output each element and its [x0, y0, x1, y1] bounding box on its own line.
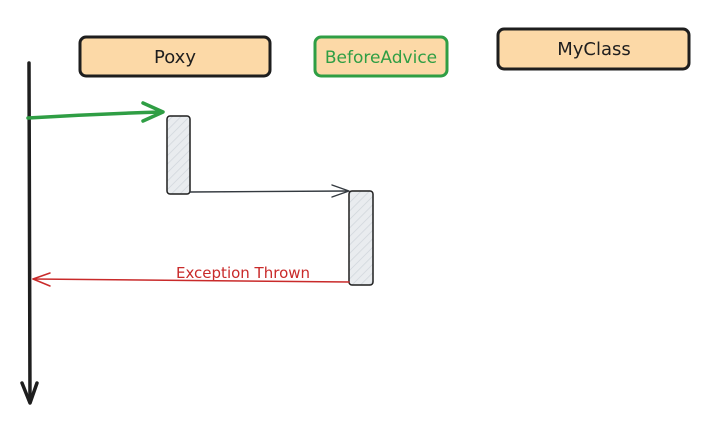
activation-before-advice [348, 190, 374, 286]
call-arrow-thin-line [189, 190, 349, 193]
participant-before-advice-label: BeforeAdvice [325, 48, 437, 68]
participant-myclass-box [496, 27, 691, 71]
timeline-line [27, 61, 32, 404]
call-arrow-thin [189, 184, 350, 198]
return-arrow-exception-head [32, 272, 51, 287]
return-arrow-exception-label: Exception Thrown [176, 264, 310, 282]
participant-poxy-label: Poxy [154, 47, 196, 68]
call-arrow-thin-head [331, 184, 350, 198]
participant-before-advice-box [313, 35, 449, 78]
return-arrow-exception-line [32, 278, 350, 283]
timeline-arrow [20, 61, 39, 405]
participant-myclass: MyClass [496, 27, 691, 71]
return-arrow-exception: Exception Thrown [32, 264, 350, 287]
call-arrow-green [26, 101, 165, 123]
participant-before-advice: BeforeAdvice [313, 35, 449, 78]
participant-myclass-label: MyClass [557, 39, 631, 60]
timeline-arrowhead [20, 381, 39, 405]
call-arrow-green-line [26, 110, 164, 120]
call-arrow-green-head [141, 101, 165, 123]
participant-poxy-box [78, 35, 272, 78]
activation-poxy [166, 115, 191, 195]
participant-poxy: Poxy [78, 35, 272, 78]
